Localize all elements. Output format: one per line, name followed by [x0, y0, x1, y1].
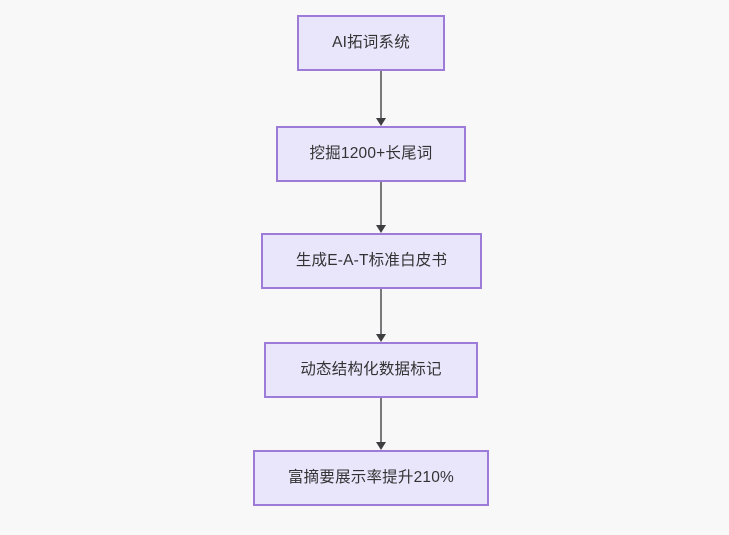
flow-node-dynamic-structured-data-markup[interactable]: 动态结构化数据标记 [264, 342, 478, 398]
flow-node-generate-eat-whitepaper[interactable]: 生成E-A-T标准白皮书 [261, 233, 482, 289]
flow-node-mine-longtail-keywords[interactable]: 挖掘1200+长尾词 [276, 126, 466, 182]
flow-node-label: 动态结构化数据标记 [300, 360, 442, 378]
flow-node-ai-keyword-system[interactable]: AI拓词系统 [297, 15, 445, 71]
flow-node-label: 挖掘1200+长尾词 [309, 144, 433, 162]
flow-node-label: 富摘要展示率提升210% [287, 468, 455, 486]
flow-node-label: AI拓词系统 [332, 33, 410, 51]
flow-node-label: 生成E-A-T标准白皮书 [295, 251, 448, 269]
flow-node-rich-snippet-rate-increase[interactable]: 富摘要展示率提升210% [253, 450, 489, 506]
